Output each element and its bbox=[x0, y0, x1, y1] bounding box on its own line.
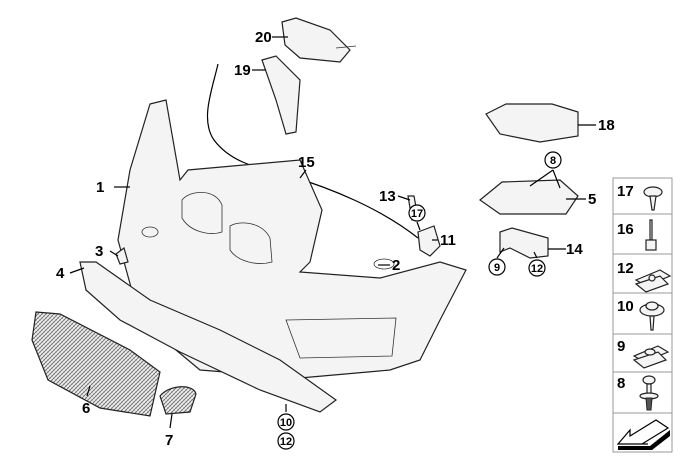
part-3-cover bbox=[115, 246, 129, 265]
part-5-fog-lamp bbox=[479, 179, 579, 215]
callout-18: 18 bbox=[598, 117, 615, 134]
legend-label-10: 10 bbox=[617, 298, 634, 315]
callout-20: 20 bbox=[255, 29, 272, 46]
callout-3: 3 bbox=[95, 243, 103, 260]
legend-label-8: 8 bbox=[617, 375, 625, 392]
callout-12b-circle bbox=[277, 432, 295, 450]
callout-8: 8 bbox=[550, 155, 556, 167]
legend-label-16: 16 bbox=[617, 221, 634, 238]
callout-1: 1 bbox=[96, 179, 104, 196]
callout-11: 11 bbox=[440, 232, 456, 249]
part-6-grille bbox=[31, 311, 161, 417]
callout-12b: 12 bbox=[280, 436, 292, 448]
callout-4: 4 bbox=[56, 265, 65, 282]
legend-label-17: 17 bbox=[617, 183, 634, 200]
part-11-washer-nozzle bbox=[417, 225, 441, 257]
callout-9-circle bbox=[488, 258, 506, 276]
leader-lines bbox=[69, 36, 596, 429]
callout-2: 2 bbox=[392, 257, 400, 274]
rivet-icon bbox=[645, 219, 657, 251]
part-19-trim bbox=[261, 55, 301, 135]
callout-10-circle bbox=[277, 413, 295, 431]
callout-17-circle bbox=[408, 204, 426, 222]
part-20-bracket bbox=[281, 17, 357, 63]
callout-17: 17 bbox=[411, 208, 423, 220]
screw-icon bbox=[643, 186, 663, 211]
callout-15: 15 bbox=[298, 154, 315, 171]
arrow-icon bbox=[616, 419, 670, 450]
callout-12-circle bbox=[528, 259, 546, 277]
callout-12: 12 bbox=[531, 263, 543, 275]
part-7-grille-small bbox=[159, 386, 197, 415]
callout-9: 9 bbox=[494, 262, 500, 274]
legend-label-9: 9 bbox=[617, 338, 625, 355]
washer-screw-icon bbox=[639, 301, 665, 331]
callout-14: 14 bbox=[566, 241, 583, 258]
callout-7: 7 bbox=[165, 432, 173, 449]
callout-13: 13 bbox=[379, 188, 396, 205]
callout-6: 6 bbox=[82, 400, 90, 417]
callout-10: 10 bbox=[280, 417, 292, 429]
callout-19: 19 bbox=[234, 62, 251, 79]
callout-5: 5 bbox=[588, 191, 596, 208]
part-14-bracket bbox=[499, 227, 549, 259]
callout-8-circle bbox=[544, 151, 562, 169]
part-18-air-duct bbox=[485, 103, 579, 143]
spring-nut-icon bbox=[632, 345, 670, 369]
hardware-legend: 17 16 12 10 9 8 bbox=[612, 177, 673, 453]
clip-nut-icon bbox=[634, 269, 672, 293]
legend-label-12: 12 bbox=[617, 260, 634, 277]
expanding-rivet-icon bbox=[639, 375, 659, 411]
part-4-spoiler bbox=[79, 261, 338, 413]
